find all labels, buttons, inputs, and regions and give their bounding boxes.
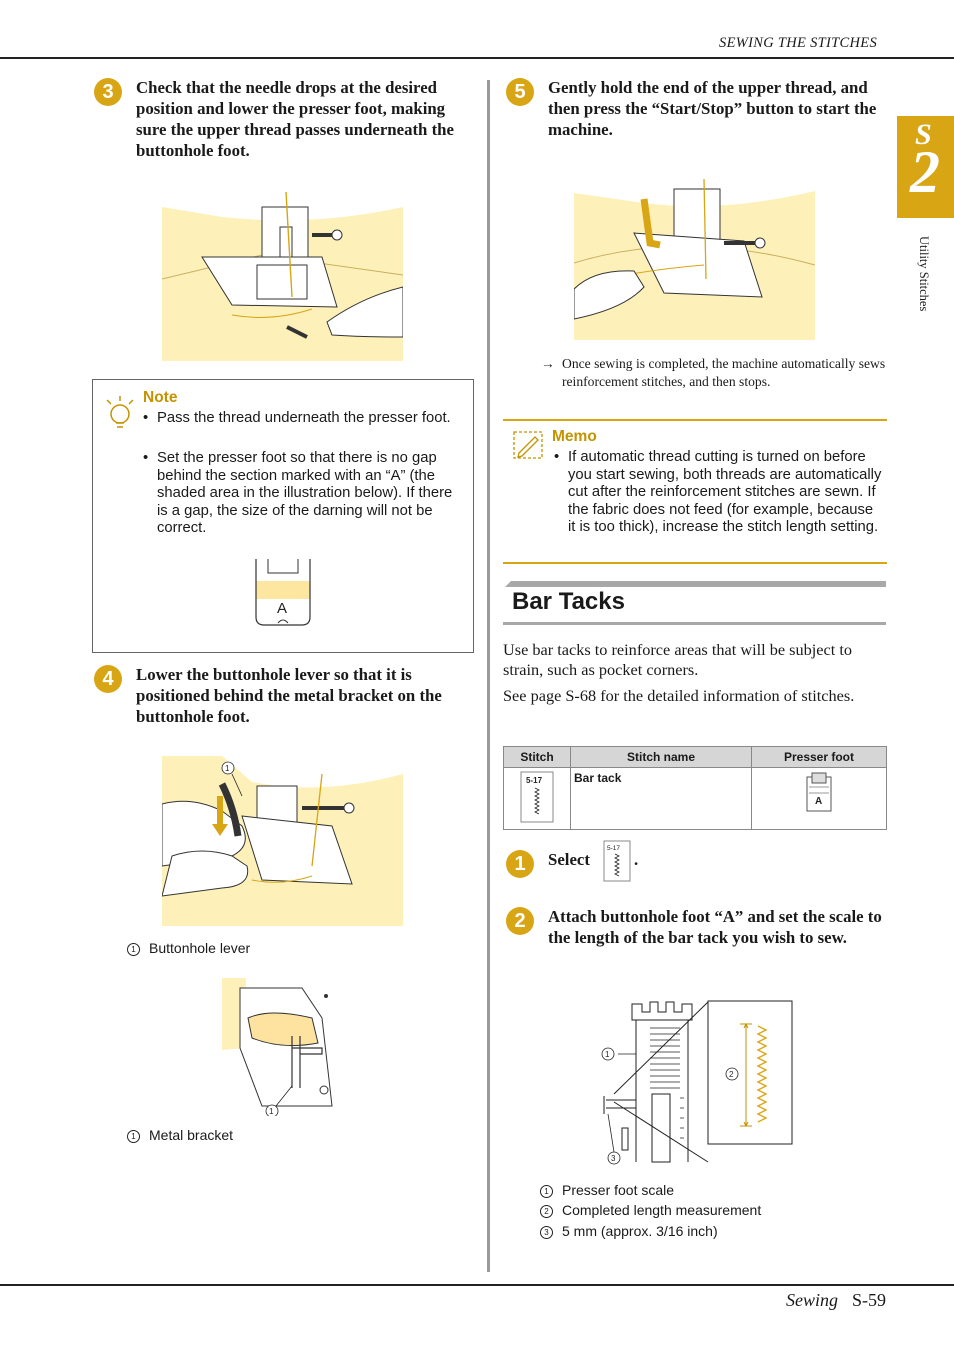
presser-foot-cell: A xyxy=(751,767,887,830)
illustration-metal-bracket: 1 xyxy=(222,978,342,1118)
illustration-buttonhole-lever: 1 xyxy=(162,756,403,897)
step-number-3: 3 xyxy=(94,78,122,106)
lightbulb-icon xyxy=(106,396,134,428)
stitch-name-cell: Bar tack xyxy=(570,767,752,830)
side-label: Utility Stitches xyxy=(917,236,931,312)
diagram-callout-2: 2 xyxy=(729,1070,734,1079)
result-note: → Once sewing is completed, the machine … xyxy=(541,355,886,391)
note-bullet: •Set the presser foot so that there is n… xyxy=(143,450,453,536)
note-box: Note •Pass the thread underneath the pre… xyxy=(92,379,474,653)
footer-section: Sewing xyxy=(785,1290,838,1310)
chapter-tab: S 2 xyxy=(897,116,954,218)
running-title: SEWING THE STITCHES xyxy=(719,35,877,51)
step-1-label: Select xyxy=(548,850,590,869)
memo-title: Memo xyxy=(552,428,597,445)
result-text: Once sewing is completed, the machine au… xyxy=(562,356,886,389)
step-3-text: Check that the needle drops at the desir… xyxy=(136,78,454,160)
reference-paragraph: See page S-68 for the detailed informati… xyxy=(503,686,855,705)
presser-foot-a-illustration: A xyxy=(255,559,311,626)
bar-tack-stitch-icon: 5-17 xyxy=(520,771,554,823)
note-title: Note xyxy=(143,389,178,406)
step-number-5: 5 xyxy=(506,78,534,106)
svg-text:5-17: 5-17 xyxy=(607,845,620,852)
chapter-letter: S xyxy=(915,118,932,151)
section-heading-bar xyxy=(503,581,886,625)
col-stitch-name: Stitch name xyxy=(570,746,752,768)
section-title: Bar Tacks xyxy=(512,588,625,615)
figure-start-sewing xyxy=(574,169,815,340)
column-divider xyxy=(487,80,490,1272)
col-presser-foot: Presser foot xyxy=(751,746,887,768)
memo-top-rule xyxy=(503,419,887,421)
callout-1: 1 xyxy=(225,764,230,773)
step-4-text: Lower the buttonhole lever so that it is… xyxy=(136,665,442,726)
footer-rule xyxy=(0,1284,954,1286)
intro-paragraph: Use bar tacks to reinforce areas that wi… xyxy=(503,640,853,679)
foot-label: A xyxy=(277,600,287,617)
stitch-table: Stitch Stitch name Presser foot 5-17 Bar… xyxy=(503,746,887,830)
figure-metal-bracket: 1 xyxy=(222,978,342,1118)
col-stitch: Stitch xyxy=(503,746,571,768)
svg-text:A: A xyxy=(815,796,822,807)
step-number-1: 1 xyxy=(506,850,534,878)
svg-text:5-17: 5-17 xyxy=(526,776,543,785)
memo-icon xyxy=(513,431,543,459)
step-1-end: . xyxy=(634,850,639,869)
diagram-callout-3: 3 xyxy=(611,1154,616,1163)
step-number-2: 2 xyxy=(506,907,534,935)
bar-tack-key-icon: 5-17 xyxy=(603,840,631,882)
step-number-4: 4 xyxy=(94,665,122,693)
note-bullet: •Pass the thread underneath the presser … xyxy=(143,410,451,426)
figure-buttonhole-lever: 1 xyxy=(162,756,403,926)
table-header-row: Stitch Stitch name Presser foot xyxy=(503,746,887,768)
memo-bullet: •If automatic thread cutting is turned o… xyxy=(554,449,882,535)
memo-bottom-rule xyxy=(503,562,887,564)
chapter-number: 2 xyxy=(910,139,940,205)
result-arrow: → xyxy=(541,356,555,371)
page-footer: Sewing S-59 xyxy=(786,1290,886,1311)
callout-1: 1 xyxy=(269,1107,274,1116)
stitch-cell: 5-17 xyxy=(503,767,571,830)
page-number: S-59 xyxy=(851,1290,886,1310)
step-5-text: Gently hold the end of the upper thread,… xyxy=(548,78,877,139)
illustration-start-sewing xyxy=(574,169,815,320)
header-rule xyxy=(0,57,954,59)
presser-foot-a-icon: A xyxy=(806,772,832,812)
illustration-presser-foot xyxy=(162,187,403,339)
presser-foot-scale-diagram: 1 2 3 xyxy=(601,1000,793,1165)
diagram-callout-1: 1 xyxy=(605,1050,610,1059)
figure-lower-presser-foot xyxy=(162,187,403,361)
table-row: 5-17 Bar tack A xyxy=(503,767,887,830)
step-2-text: Attach buttonhole foot “A” and set the s… xyxy=(548,907,882,947)
